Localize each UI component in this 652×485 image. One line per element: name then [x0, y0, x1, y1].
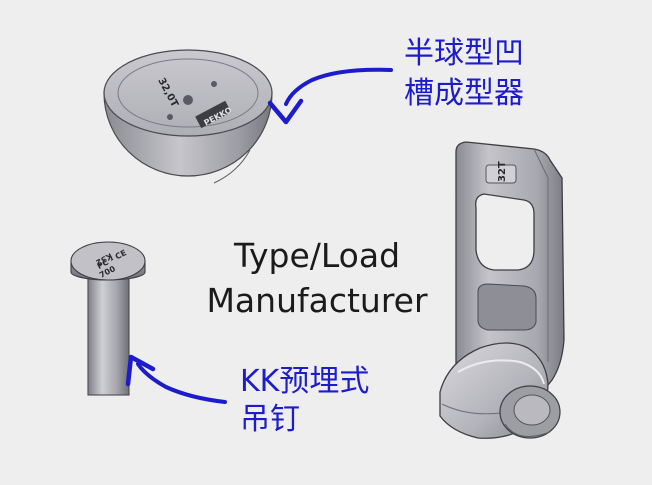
former-label-line-2: 槽成型器 — [404, 76, 524, 111]
clutch-plate-marking: 32T — [497, 161, 508, 182]
former-label-line-1: 半球型凹 — [404, 36, 524, 71]
lifting-anchor-illustration — [70, 241, 146, 396]
type-load-label: Type/Load — [233, 236, 401, 275]
anchor-label-line-1: KK预埋式 — [240, 364, 370, 399]
manufacturer-label: Manufacturer — [206, 281, 428, 320]
recess-former-illustration — [103, 49, 273, 184]
anchor-pointer-arrow — [125, 354, 227, 404]
anchor-label-line-2: 吊钉 — [240, 402, 300, 437]
former-pointer-arrow — [267, 67, 393, 125]
lifting-clutch-illustration — [439, 141, 565, 439]
